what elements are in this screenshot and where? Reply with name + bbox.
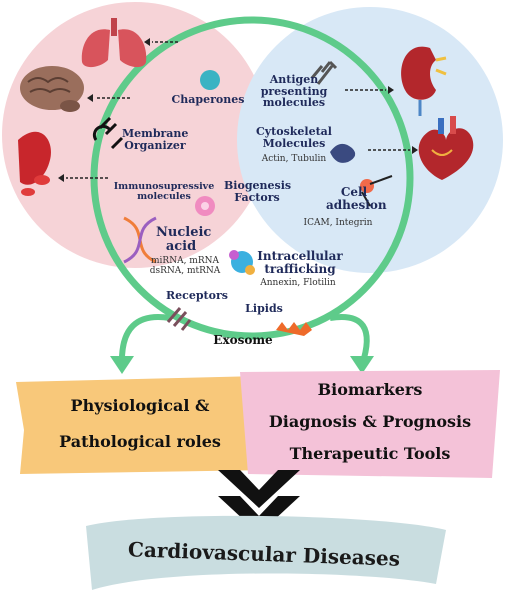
label-receptors: Receptors (166, 289, 228, 302)
cell-adhesion-icon (360, 175, 393, 207)
blue-circle (237, 7, 503, 273)
chevron-down-icon (218, 470, 300, 534)
label-cytoskeletal-sub: Actin, Tubulin (261, 154, 327, 164)
label-intracellular-sub: Annexin, Flotilin (260, 278, 336, 288)
cytoskeletal-icon (330, 143, 356, 163)
receptor-icon (166, 307, 192, 331)
label-cell-adhesion-sub: ICAM, Integrin (303, 218, 373, 228)
label-biogenesis-factors: Biogenesis Factors (224, 179, 292, 204)
right-arrowhead (350, 356, 374, 374)
antibody-icon (310, 60, 338, 85)
right-curve-arrow (329, 314, 370, 366)
label-lipids: Lipids (245, 302, 283, 315)
label-antigen-presenting-molecules: Antigen presenting molecules (260, 73, 328, 110)
label-chaperones: Chaperones (171, 93, 245, 106)
exosome-ring (90, 16, 414, 340)
chaperone-icon (200, 70, 220, 90)
membrane-organizer-icon (92, 116, 124, 150)
box-right-line2: Diagnosis & Prognosis (268, 412, 472, 431)
label-immunosuppressive-molecules: Immunosupressive molecules (113, 181, 215, 202)
right-dashed-arrows (345, 89, 410, 151)
disease-banner (86, 515, 446, 590)
lungs-icon (81, 18, 147, 68)
left-dashed-arrows (66, 41, 178, 179)
dna-icon (123, 216, 157, 264)
label-nucleic-sub: miRNA, mRNA dsRNA, mtRNA (149, 256, 221, 277)
box-right-line3: Therapeutic Tools (289, 444, 451, 463)
box-right-line1: Biomarkers (317, 380, 423, 399)
label-membrane-organizer: Membrane Organizer (122, 127, 189, 152)
box-left-line2: Pathological roles (59, 432, 221, 451)
label-cell-adhesion: Cell adhesion (326, 185, 387, 212)
label-intracellular-trafficking: Intracellular trafficking (257, 249, 343, 276)
pink-box (240, 370, 500, 478)
label-cytoskeletal-molecules: Cytoskeletal Molecules (256, 125, 332, 150)
left-curve-arrow (118, 314, 171, 366)
left-arrowhead (110, 356, 134, 374)
brain-icon (20, 66, 84, 112)
box-left-line1: Physiological & (70, 396, 210, 415)
lipids-icon (276, 322, 312, 336)
label-exosome: Exosome (213, 333, 273, 347)
blood-vessel-icon (18, 131, 51, 196)
heart-icon (418, 116, 474, 180)
label-nucleic-acid: Nucleic acid (156, 225, 212, 254)
kidney-icon (401, 46, 447, 116)
orange-box (16, 376, 268, 474)
trafficking-icon (229, 250, 255, 275)
